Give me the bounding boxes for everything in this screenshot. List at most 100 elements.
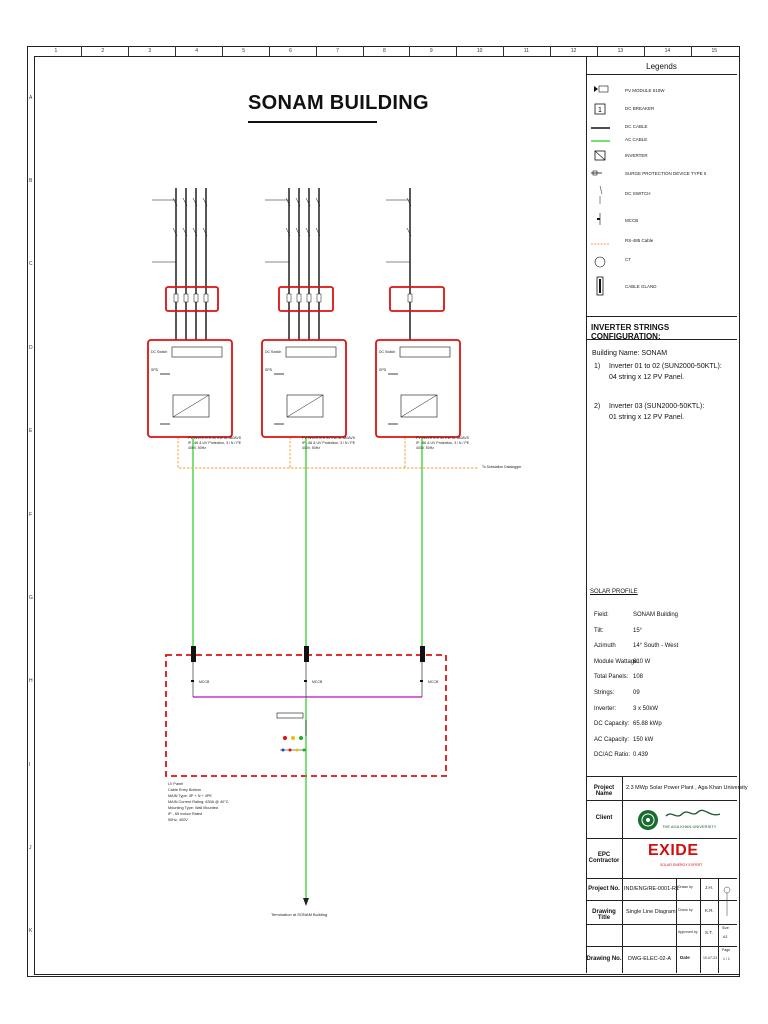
solar-profile-label: Strings:: [594, 690, 615, 696]
config-heading: INVERTER STRINGS CONFIGURATION:: [591, 323, 670, 341]
mccb-icon: [420, 680, 423, 682]
pv-module-icon: [594, 85, 609, 93]
tb-col-divider: [718, 878, 719, 973]
drawing-no-label: Drawing No.: [586, 956, 622, 962]
column-number: 3: [148, 48, 152, 54]
config-line1b: 04 string x 12 PV Panel.: [609, 374, 685, 381]
dc-breaker-icon: [173, 293, 179, 303]
column-tick: [503, 46, 505, 56]
column-tick: [127, 46, 129, 56]
config-line1a: Inverter 01 to 02 (SUN2000-50KTL):: [609, 363, 722, 370]
project-no-value: IND/ENG/RE-0001-R1: [624, 886, 680, 892]
legend-item-label: MCCB: [625, 218, 639, 223]
row-letter: E: [29, 428, 33, 435]
solar-profile-label: Total Panels:: [594, 674, 629, 681]
dc-breaker-icon: [203, 293, 209, 303]
dc-breaker-icon: 1: [594, 103, 606, 115]
size-label: Size: [722, 926, 729, 930]
tb-col-divider: [622, 776, 623, 973]
tb-col-divider: [676, 878, 677, 973]
drawing-title-value: Single Line Diagram: [626, 909, 676, 915]
solar-profile-label: Inverter:: [594, 705, 617, 712]
meter-icon: [288, 748, 292, 752]
dc-breaker-icon: [183, 293, 189, 303]
indicator-lamp-icon: [283, 736, 287, 740]
north-arrow-icon: [723, 886, 731, 916]
legend-item-label: CABLE GLAND: [625, 284, 657, 289]
inverter-spec: 400V, 50Hz: [188, 446, 206, 450]
row-letter: A: [29, 94, 33, 101]
project-name-value: 2.3 MWp Solar Power Plant , Aga Khan Uni…: [626, 785, 748, 791]
solar-profile-label: DC/AC Ratio:: [594, 752, 631, 759]
legend-item-label: PV MODULE 610W: [625, 88, 665, 93]
ct-icon: [594, 256, 606, 268]
dc-switch-label: DC Switch: [151, 350, 168, 354]
panel-note-line: LV Panel: [168, 782, 184, 786]
solar-profile-label: AC Capacity:: [594, 736, 630, 743]
page-label: Page: [722, 948, 731, 952]
panel-note-line: Mounting Type: Wall Mounted: [168, 806, 219, 810]
legend-heading: Legends: [586, 60, 737, 75]
dc-switch-icon: [171, 346, 223, 358]
solar-profile-value: 108: [633, 674, 644, 681]
dc-breaker-icon: [316, 293, 322, 303]
spd-label: SPD: [265, 368, 273, 372]
column-tick: [644, 46, 646, 56]
column-number: 2: [101, 48, 105, 54]
approved-by-label: Approved by: [678, 930, 698, 934]
date-value: 10-07-23: [703, 956, 718, 960]
config-line2a: Inverter 03 (SUN2000-50KTL):: [609, 403, 705, 410]
solar-profile-value: 15°: [633, 627, 643, 634]
inverter-icon: [594, 150, 606, 161]
inverter-spec: IP - 66 & UV Protection, 3 / N / PE: [416, 441, 470, 445]
project-no-label: Project No.: [588, 886, 620, 892]
legend-item-label: DC SWITCH: [625, 191, 651, 196]
meter-icon: [302, 748, 306, 752]
mccb-label: MCCB: [312, 680, 323, 684]
epc-label: EPC Contractor: [588, 852, 620, 864]
row-letter: H: [29, 678, 33, 685]
panel-divider: [586, 56, 587, 973]
project-name-label: Project Name: [593, 785, 615, 797]
legend-item-label: DC BREAKER: [625, 106, 655, 111]
panel-note-line: MAIN Type: 3P + N + 4PE: [168, 794, 212, 798]
column-number: 7: [336, 48, 339, 54]
legend-item-label: SURGE PROTECTION DEVICE TYPE II: [625, 171, 707, 176]
dc-breaker-icon: [193, 293, 199, 303]
inverter-enclosure: [261, 339, 347, 438]
svg-text:1: 1: [598, 107, 602, 114]
tb-divider: [586, 924, 737, 925]
inverter-spec: PV INVERTER 50 KW 3L 380AVS: [302, 436, 356, 440]
tb-divider: [586, 878, 737, 879]
page-value: 1 / 1: [723, 957, 730, 961]
cable-gland-icon: [304, 646, 309, 662]
cable-gland-icon: [596, 276, 604, 296]
column-tick: [268, 46, 270, 56]
spd-label: SPD: [151, 368, 159, 372]
legend-item-label: CT: [625, 257, 631, 262]
date-label: Date: [680, 955, 690, 960]
dc-switch-label: DC Switch: [265, 350, 282, 354]
column-number: 6: [289, 48, 292, 54]
inverter-spec: IP - 66 & UV Protection, 3 / N / PE: [188, 441, 242, 445]
column-tick: [80, 46, 82, 56]
panel-note-line: Cable Entry Bottom: [168, 788, 201, 792]
indicator-lamp-icon: [291, 736, 295, 740]
spd-icon: [591, 170, 602, 176]
column-number: 11: [523, 48, 529, 54]
column-number: 5: [242, 48, 245, 54]
solar-profile-value: 150 kW: [633, 736, 654, 743]
legend-item-label: AC CABLE: [625, 137, 648, 142]
epc-tagline: SOLAR ENERGY EXPERT: [660, 863, 703, 867]
single-line-schematic: [147, 188, 478, 906]
drawing-inner-border: [34, 56, 740, 975]
inverter-enclosure: [147, 339, 233, 438]
solar-profile-value: 14° South - West: [633, 643, 679, 650]
solar-profile-label: Tilt:: [594, 627, 604, 634]
column-number: 10: [476, 48, 483, 54]
comms-label: To Substation Datalogger: [482, 465, 522, 469]
tb-divider: [586, 838, 737, 839]
inverter-spec: PV INVERTER 50 KW 3L 380AVS: [416, 436, 470, 440]
mccb-icon: [597, 213, 601, 225]
